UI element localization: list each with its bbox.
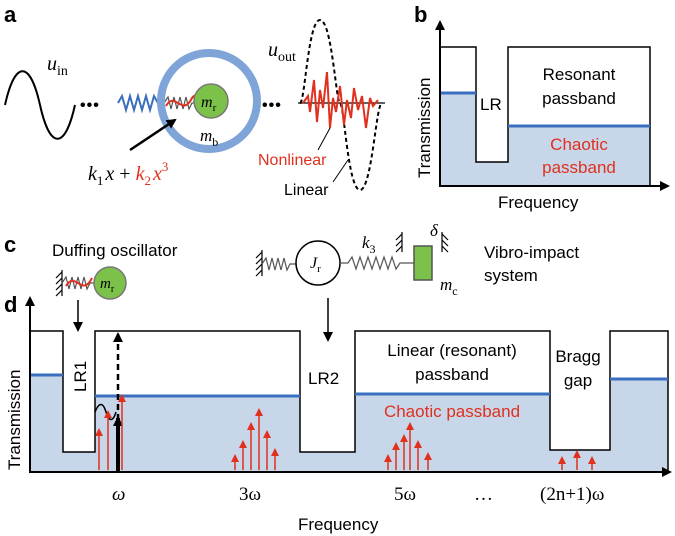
bragg-line2: gap <box>564 371 592 390</box>
vibro-stop-left <box>395 232 403 253</box>
delta-label: δ <box>430 221 439 240</box>
panel-c: c Duffing oscillator mr Jr k3 δ <box>4 221 579 342</box>
tick-5omega: 5ω <box>394 484 416 505</box>
u-out-label: uout <box>268 39 296 65</box>
nonlinear-label: Nonlinear <box>258 152 327 169</box>
duffing-spring <box>61 275 94 291</box>
duffing-label: Duffing oscillator <box>52 241 178 260</box>
panel-a-letter: a <box>4 2 17 27</box>
panel-c-letter: c <box>4 232 16 257</box>
tick-general: (2n+1)ω <box>540 484 604 505</box>
panel-b-transmission-curve <box>440 46 651 186</box>
lr2-label: LR2 <box>308 369 339 388</box>
panel-d: d Transmission Frequency LR1 LR2 Linear … <box>4 292 672 534</box>
panel-b-lr-label: LR <box>480 95 502 114</box>
vibro-spring-left <box>261 256 296 272</box>
panel-d-xlabel: Frequency <box>298 515 379 534</box>
lr1-label: LR1 <box>71 361 90 392</box>
tick-ellipsis: … <box>474 484 493 505</box>
vibro-line1: Vibro-impact <box>484 243 579 262</box>
panel-d-transmission-curve <box>30 330 669 472</box>
linear-leader <box>332 159 349 183</box>
outer-mass-ring <box>157 49 261 153</box>
tick-3omega: 3ω <box>239 484 261 505</box>
inner-mass <box>193 83 229 119</box>
duffing-mass <box>93 266 127 300</box>
linear-passband-line2: passband <box>415 365 489 384</box>
harmonic-arrows-n <box>558 450 596 470</box>
tick-omega: ω <box>112 484 125 505</box>
dots-right: ••• <box>262 97 282 114</box>
duffing-m-r-label: mr <box>100 276 115 295</box>
duffing-wall <box>55 270 63 297</box>
k3-label: k3 <box>362 233 376 256</box>
impact-mass <box>413 245 433 281</box>
m-b-label: mb <box>200 126 218 149</box>
resonant-line2: passband <box>542 89 616 108</box>
dots-left: ••• <box>80 97 100 114</box>
bragg-line1: Bragg <box>555 347 600 366</box>
linear-passband-line1: Linear (resonant) <box>387 341 516 360</box>
panel-b-letter: b <box>414 2 427 27</box>
chaotic-passband-label: Chaotic passband <box>384 402 520 421</box>
u-in-label: uin <box>47 53 68 79</box>
inner-spring <box>163 95 196 111</box>
resonant-line1: Resonant <box>543 65 616 84</box>
harmonic-arrows-5 <box>384 422 432 470</box>
m-r-label: mr <box>201 94 217 114</box>
vibro-stop-right <box>441 232 449 253</box>
force-arrow <box>129 118 177 152</box>
vibro-wall <box>255 250 263 277</box>
duffing-nonlinear-spring <box>65 277 93 287</box>
panel-d-letter: d <box>4 292 17 317</box>
nonlinear-output-wave <box>302 71 379 129</box>
panel-b: b Transmission Frequency LR Resonant pas… <box>414 2 670 212</box>
linear-output-wave <box>299 18 383 192</box>
input-sine-wave <box>4 70 76 140</box>
m-c-label: mc <box>440 275 458 298</box>
J-r-label: Jr <box>310 255 321 275</box>
panel-d-band-fill <box>30 375 668 472</box>
chaotic-line2: passband <box>542 158 616 177</box>
harmonic-arrows-1 <box>95 394 126 470</box>
nonlinear-leader <box>317 127 331 151</box>
panel-d-ylabel: Transmission <box>5 370 24 470</box>
panel-b-ylabel: Transmission <box>415 78 434 178</box>
linear-label: Linear <box>284 182 329 199</box>
panel-b-xlabel: Frequency <box>498 193 579 212</box>
vibro-spring-right <box>340 255 414 271</box>
outer-spring <box>117 92 164 114</box>
harmonic-arrows-3 <box>231 408 279 470</box>
chaotic-line1: Chaotic <box>550 135 608 154</box>
vibro-line2: system <box>484 266 538 285</box>
